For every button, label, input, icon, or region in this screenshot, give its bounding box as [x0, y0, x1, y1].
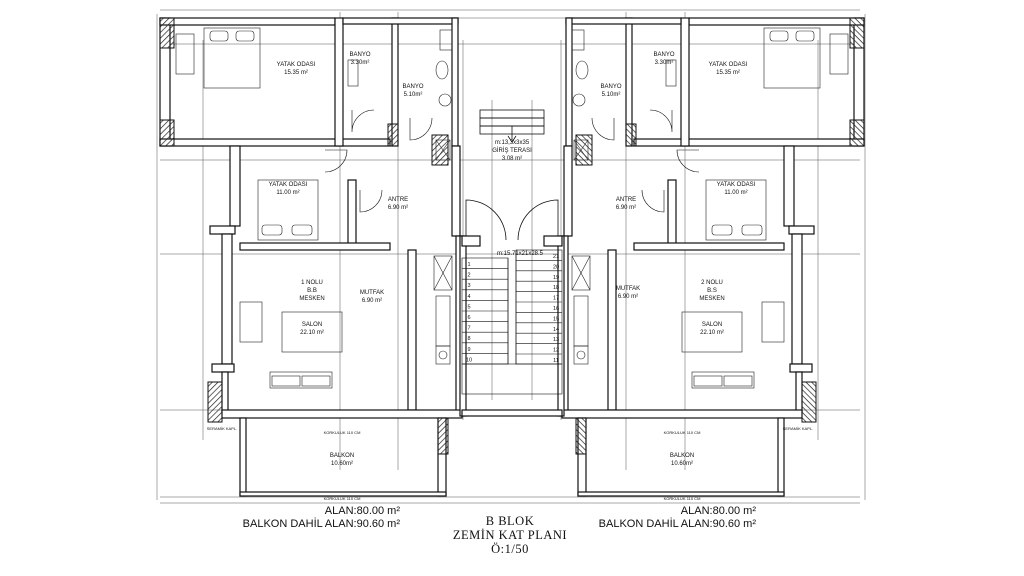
left-banyo1-area: 3.30m² — [351, 60, 370, 66]
stair-step-number: 1 — [467, 262, 470, 268]
right-mutfak-area: 6.90 m² — [618, 294, 638, 300]
left-mutfak-area: 6.90 m² — [362, 298, 382, 304]
left-antre-area: 6.90 m² — [388, 205, 408, 211]
right-alan: ALAN:80.00 m² — [680, 505, 756, 517]
right-salon-area: 22.10 m² — [700, 330, 724, 336]
stair-step-number: 18 — [553, 285, 559, 291]
title-block: B BLOK — [485, 514, 535, 528]
right-banyo1-name: BANYO — [653, 52, 674, 58]
teras-area: 3.08 m² — [502, 156, 522, 162]
right-yatak2-name: YATAK ODASI — [717, 182, 756, 188]
left-banyo1-name: BANYO — [349, 52, 370, 58]
right-banyo1-area: 3.30m² — [655, 60, 674, 66]
teras-name: GİRİŞ TERASI — [492, 147, 532, 154]
left-balkon-area: 10.60m² — [331, 461, 353, 467]
right-korkuluk-label-top: KORKULUK 110 CM — [664, 430, 701, 435]
left-salon-area: 22.10 m² — [300, 330, 324, 336]
right-yatak1-name: YATAK ODASI — [709, 62, 748, 68]
stair-step-number: 19 — [553, 275, 559, 281]
right-korkuluk-label-bottom: KORKULUK 110 CM — [664, 496, 701, 501]
stair-step-number: 2 — [467, 273, 470, 279]
stair-step-number: 20 — [553, 264, 559, 270]
left-yatak2-name: YATAK ODASI — [269, 182, 308, 188]
left-balkon-name: BALKON — [330, 453, 354, 459]
left-seramik-label: SERAMİK KAPL. — [207, 426, 237, 431]
left-alan: ALAN:80.00 m² — [324, 505, 400, 517]
left-mesken-line2: B.B — [307, 288, 317, 294]
left-salon-name: SALON — [302, 322, 322, 328]
stair-step-number: 12 — [553, 348, 559, 354]
stair-step-number: 6 — [467, 315, 470, 321]
stair-step-number: 17 — [553, 296, 559, 302]
right-area-summary: ALAN:80.00 m² BALKON DAHİL ALAN:90.60 m² — [596, 505, 756, 531]
stair-step-number: 13 — [553, 337, 559, 343]
right-salon-name: SALON — [702, 322, 722, 328]
right-antre-name: ANTRE — [616, 197, 636, 203]
left-mesken-line1: 1 NOLU — [301, 280, 323, 286]
title-plan: ZEMİN KAT PLANI — [452, 528, 568, 542]
stair-step-number: 16 — [553, 306, 559, 312]
right-mesken-line3: MESKEN — [699, 296, 724, 302]
left-banyo2-name: BANYO — [402, 84, 423, 90]
stair-step-number: 21 — [553, 254, 559, 260]
right-banyo2-name: BANYO — [600, 84, 621, 90]
stair-step-number: 5 — [467, 304, 470, 310]
left-mutfak-name: MUTFAK — [360, 290, 384, 296]
stair-step-number: 14 — [553, 327, 559, 333]
right-balkon-dahil-alan: BALKON DAHİL ALAN:90.60 m² — [598, 518, 756, 530]
right-antre-area: 6.90 m² — [616, 205, 636, 211]
stair-step-number: 9 — [467, 347, 470, 353]
drawing-title: B BLOK ZEMİN KAT PLANI Ö:1/50 — [430, 514, 590, 556]
stair-step-number: 15 — [553, 316, 559, 322]
left-yatak2-area: 11.00 m² — [276, 190, 299, 196]
stair-step-number: 7 — [467, 326, 470, 332]
right-mesken-line1: 2 NOLU — [701, 280, 723, 286]
right-yatak2-area: 11.00 m² — [724, 190, 747, 196]
left-banyo2-area: 5.10m² — [404, 92, 423, 98]
stair-step-number: 10 — [466, 357, 472, 363]
stair-step-number: 4 — [467, 294, 470, 300]
right-mutfak-name: MUTFAK — [616, 286, 640, 292]
left-antre-name: ANTRE — [388, 197, 408, 203]
left-balkon-dahil-alan: BALKON DAHİL ALAN:90.60 m² — [242, 518, 400, 530]
title-scale: Ö:1/50 — [491, 542, 529, 556]
stair-step-number: 8 — [467, 336, 470, 342]
left-area-summary: ALAN:80.00 m² BALKON DAHİL ALAN:90.60 m² — [240, 505, 400, 531]
right-seramik-label: SERAMİK KAPL. — [783, 426, 813, 431]
left-yatak1-name: YATAK ODASI — [277, 62, 316, 68]
left-yatak1-area: 15.35 m² — [284, 70, 308, 76]
left-korkuluk-label-bottom: KORKULUK 110 CM — [324, 496, 361, 501]
left-korkuluk-label-top: KORKULUK 110 CM — [324, 430, 361, 435]
right-banyo2-area: 5.10m² — [602, 92, 621, 98]
right-mesken-line2: B.S — [707, 288, 717, 294]
stair-step-number: 11 — [553, 358, 559, 364]
teras-dimension: m:13,3x3x35 — [495, 140, 530, 146]
right-yatak1-area: 15.35 m² — [716, 70, 740, 76]
right-balkon-area: 10.60m² — [671, 461, 693, 467]
stair-dimension: m:15.71x21x28.5 — [497, 251, 544, 257]
right-balkon-name: BALKON — [670, 453, 694, 459]
left-mesken-line3: MESKEN — [299, 296, 324, 302]
stair-step-number: 3 — [467, 283, 470, 289]
